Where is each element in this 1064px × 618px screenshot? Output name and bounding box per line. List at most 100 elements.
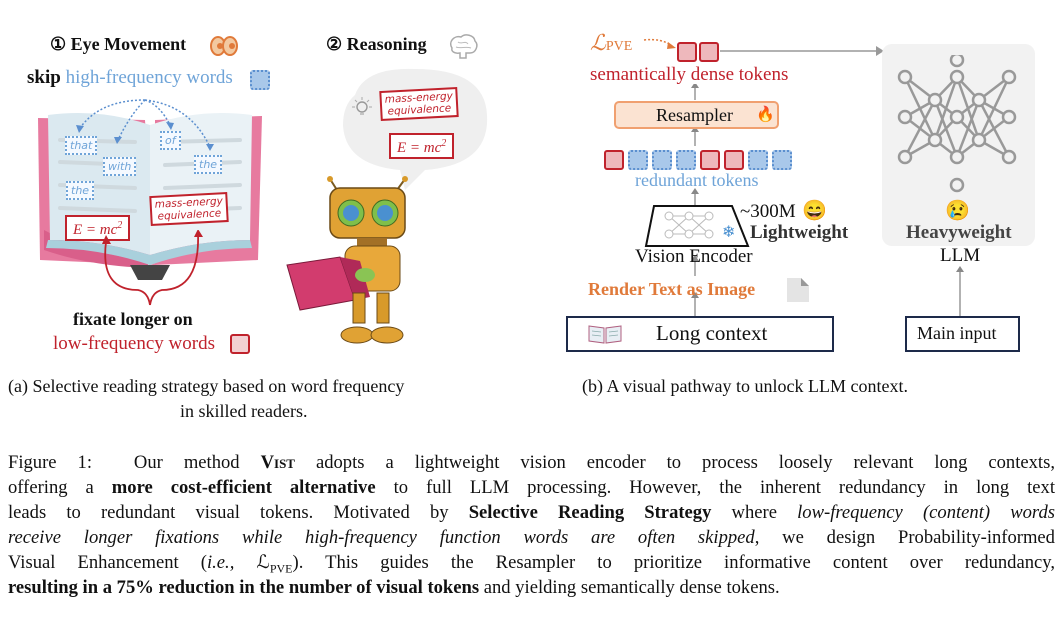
network-edge (977, 76, 1011, 141)
dense-to-llm-arrow (720, 46, 884, 56)
skipped-word: the (194, 155, 223, 174)
network-edge (933, 76, 959, 141)
reasoning-heading: ② Reasoning (326, 34, 427, 54)
render-text-label: Render Text as Image (588, 279, 756, 299)
concept-line2: equivalence (387, 102, 452, 118)
happy-emoji: 😄 (802, 200, 827, 222)
caption-segment: where (711, 502, 798, 523)
caption-line: leads to redundant visual tokens. Motiva… (8, 500, 1055, 525)
equation-exponent: 2 (117, 220, 123, 231)
high-frequency-token-legend (250, 70, 270, 90)
caption-line: Visual Enhancement (i.e., ℒPVE). This gu… (8, 550, 1055, 582)
network-node (927, 132, 943, 148)
low-frequency-label: low-frequency words (53, 333, 215, 354)
network-node (949, 109, 965, 125)
loss-symbol: ℒ (590, 30, 606, 55)
caption-segment: Vist (260, 452, 295, 473)
network-node (897, 149, 913, 165)
network-edge (903, 99, 937, 158)
resampler-label: Resampler (656, 105, 733, 125)
caption-line: resulting in a 75% reduction in the numb… (8, 575, 1055, 600)
loss-arrow (643, 38, 676, 49)
caption-segment: more cost-efficient alternative (111, 477, 376, 498)
low-frequency-token-legend (230, 334, 250, 354)
fixation-arrows (102, 230, 203, 306)
caption-segment: to full LLM processing. However, the inh… (375, 477, 1055, 498)
concept-line2: equivalence (157, 207, 222, 223)
skipped-word: the (66, 181, 95, 200)
caption-line: receive longer fixations while high-freq… (8, 525, 1055, 550)
equation-box: E = mc2 (65, 215, 131, 241)
caption-segment: Selective Reading Strategy (468, 502, 712, 523)
document-image-icon (787, 278, 809, 302)
dense-token (677, 42, 697, 62)
network-node (949, 149, 965, 165)
skip-label-row: skip high-frequency words (27, 67, 233, 89)
panel-a-caption-line1: (a) Selective reading strategy based on … (8, 376, 405, 396)
network-node (1001, 69, 1017, 85)
book-icon (588, 325, 622, 344)
lightweight-label: Lightweight (750, 222, 849, 243)
caption-segment: adopts a lightweight vision encoder to p… (294, 452, 1055, 473)
network-node (897, 69, 913, 85)
network-edge (955, 99, 981, 158)
sad-emoji: 😢 (945, 200, 970, 222)
caption-line: offering a more cost-efficient alternati… (8, 475, 1055, 500)
caption-segment: , we design Probability-informed (754, 527, 1055, 548)
snowflake-icon: ❄ (722, 224, 736, 241)
caption-line: Figure 1: Our method Vist adopts a light… (8, 450, 1055, 475)
network-node (1001, 149, 1017, 165)
equation: E = mc (397, 140, 442, 156)
neural-network-icon (897, 55, 1017, 193)
caption-segment: leads to redundant visual tokens. Motiva… (8, 502, 469, 523)
panel-a-caption-line2: in skilled readers. (180, 401, 308, 421)
skip-label: skip (27, 67, 61, 88)
main-input-box: Main input (905, 316, 1020, 352)
caption-segment: resulting in a 75% reduction in the numb… (8, 577, 480, 598)
redundant-tokens-label: redundant tokens (635, 170, 759, 190)
loss-subscript: PVE (605, 39, 633, 54)
caption-segment: PVE (269, 561, 293, 576)
eyes-icon (210, 36, 238, 56)
informative-token (724, 150, 744, 170)
informative-token (604, 150, 624, 170)
equation-exponent: 2 (441, 138, 447, 149)
caption-segment: low-frequency (content) words (797, 502, 1055, 523)
caption-segment: Visual Enhancement ( (8, 552, 207, 573)
network-node (971, 132, 987, 148)
heavyweight-label: Heavyweight (906, 222, 1012, 243)
long-context-label: Long context (656, 321, 768, 345)
pipeline-arrows (691, 84, 699, 316)
vision-encoder-trapezoid (644, 205, 750, 247)
caption-segment: Figure 1: Our method (8, 452, 261, 473)
main-input-label: Main input (917, 323, 997, 343)
resampler-box: Resampler 🔥 (614, 101, 779, 129)
lightbulb-icon (352, 97, 372, 115)
robot-reading-illustration (286, 176, 408, 344)
redundant-token (748, 150, 768, 170)
caption-segment: offering a (8, 477, 112, 498)
encoder-size: ~300M (740, 201, 796, 222)
reasoned-equation-box: E = mc2 (389, 133, 455, 159)
network-node (1001, 109, 1017, 125)
caption-segment: and yielding semantically dense tokens. (479, 577, 780, 598)
fire-icon: 🔥 (756, 107, 775, 123)
network-node (971, 92, 987, 108)
redundant-token (628, 150, 648, 170)
main-input-arrow (956, 266, 964, 318)
redundant-token (676, 150, 696, 170)
network-node (949, 55, 965, 68)
llm-label: LLM (940, 245, 981, 266)
caption-segment: i.e., (206, 552, 235, 573)
high-frequency-label: high-frequency words (65, 67, 233, 88)
brain-icon (449, 34, 478, 59)
dense-tokens-label: semantically dense tokens (590, 64, 789, 85)
panel-b-caption: (b) A visual pathway to unlock LLM conte… (582, 376, 908, 396)
caption-segment: receive longer fixations while high-freq… (8, 527, 755, 548)
pve-loss-label: ℒPVE (590, 30, 632, 56)
redundant-token-row (604, 150, 794, 170)
redundant-token (652, 150, 672, 170)
skip-arrows (76, 99, 214, 151)
